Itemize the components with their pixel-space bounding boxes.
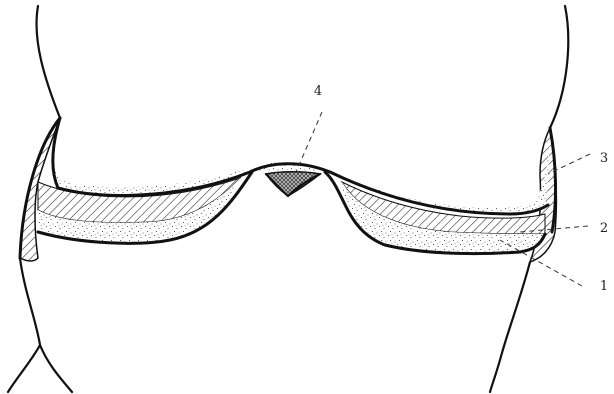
lower-bone-outline bbox=[8, 258, 530, 392]
label-4: 4 bbox=[314, 84, 322, 99]
label-1: 1 bbox=[600, 279, 608, 294]
upper-bone-outline bbox=[37, 6, 569, 128]
label-2: 2 bbox=[600, 221, 608, 236]
leader-line-4 bbox=[296, 112, 322, 172]
label-3: 3 bbox=[600, 151, 608, 166]
